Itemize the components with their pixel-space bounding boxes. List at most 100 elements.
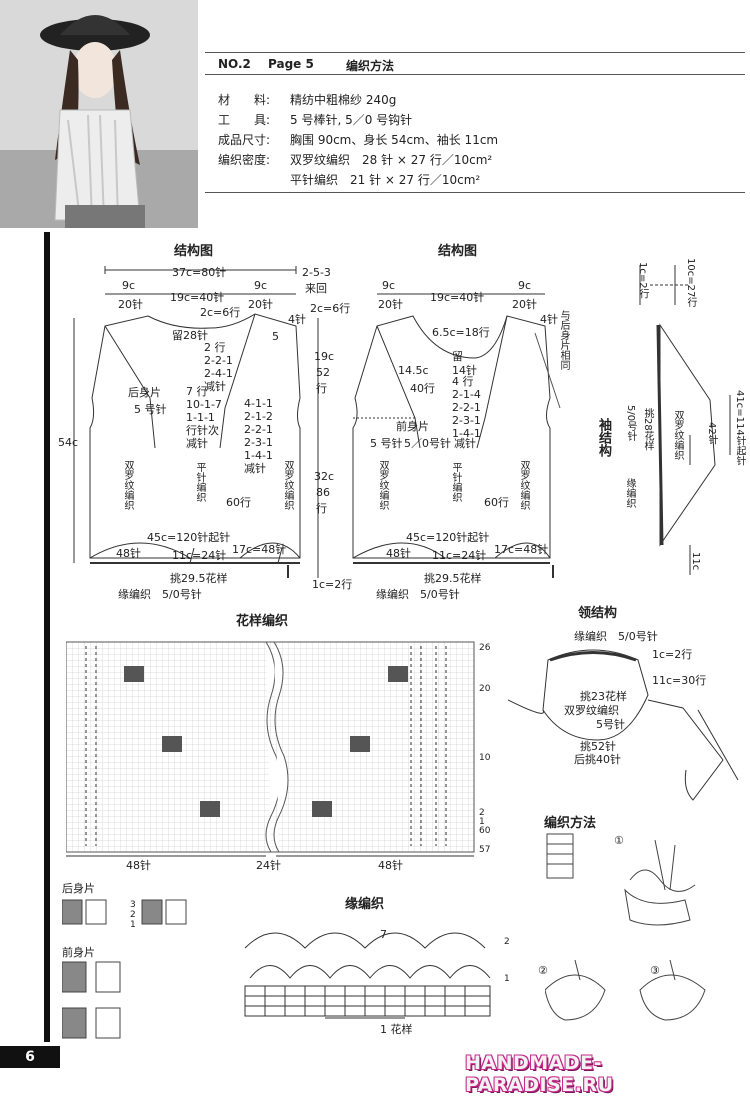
back-flat: 平针编织	[194, 462, 205, 502]
back-rows-60: 60行	[226, 496, 251, 509]
sleeve-right: 41c=114针起针	[734, 390, 745, 466]
front-dec-block: 4 行 2-1-4 2-2-1 2-3-1 1-4-1	[452, 375, 481, 440]
front-shoulder-right-st: 20针	[512, 298, 537, 311]
front-rows-60: 60行	[484, 496, 509, 509]
back-dec2-4: 减针	[186, 437, 208, 450]
front-leave: 留	[452, 350, 463, 363]
front-dec-0: 4 行	[452, 375, 474, 388]
pattern-title: 花样编织	[236, 614, 289, 629]
collar-right2: 11c=30行	[652, 674, 707, 687]
back-shoulder-left-st: 20针	[118, 298, 143, 311]
front-needle: 5 号针	[370, 437, 403, 450]
back-h2c: 2c=6行	[310, 302, 351, 315]
front-neck-depth: 6.5c=18行	[432, 326, 490, 339]
back-bottom-mid: 11c=24针	[172, 549, 227, 562]
collar-pick: 挑23花样	[580, 690, 627, 703]
back-neck-rows: 4针	[288, 313, 306, 326]
back-dec-block2: 7 行 10-1-7 1-1-1 行针次 减针	[186, 385, 222, 450]
front-diagram-title: 结构图	[438, 244, 478, 259]
edging-row2: 2	[504, 937, 510, 947]
density-value-rib: 双罗纹编织 28 针 × 27 行／10cm²	[290, 153, 493, 167]
back-dec2-0: 7 行	[186, 385, 208, 398]
edging-chart	[244, 932, 491, 1019]
front-needle2: 5／0号针	[404, 437, 451, 450]
size-label: 成品尺寸:	[218, 133, 271, 147]
back-shoulder-left: 9c	[122, 279, 136, 292]
collar-pick2: 挑52针	[580, 740, 616, 753]
back-neck: 19c=40针	[170, 291, 225, 304]
back-needle: 5 号针	[134, 403, 167, 416]
back-dec-right: 4-1-1 2-1-2 2-2-1 2-3-1 1-4-1 减针	[244, 397, 273, 475]
back-neck-note: 2-5-3	[302, 266, 331, 279]
sleeve-title: 袖结构	[596, 418, 611, 457]
edging-repeat: 1 花样	[380, 1023, 413, 1036]
back-decr-4: 1-4-1	[244, 449, 273, 462]
back-side-5: 5	[272, 330, 279, 343]
sleeve-rib: 双罗纹编织	[672, 410, 683, 460]
method-step-2: ②	[538, 964, 548, 977]
front-bottom-mid: 11c=24针	[432, 549, 487, 562]
back-piece-diagram	[73, 266, 319, 578]
page-ref: Page 5	[268, 57, 314, 71]
front-dec-3: 2-3-1	[452, 414, 481, 427]
method-illustrations	[545, 833, 706, 1021]
back-rib-left: 双罗纹编织	[122, 460, 133, 510]
front-leave2: 14针	[452, 364, 477, 377]
back-cast-on: 45c=120针起针	[147, 531, 231, 544]
front-name: 前身片	[396, 420, 429, 433]
front-cast-on: 45c=120针起针	[406, 531, 490, 544]
pattern-row-10: 10	[479, 753, 491, 763]
front-same: 与后身片相同	[558, 310, 569, 370]
back-hrow: 行	[316, 382, 327, 395]
edging-title: 缘编织	[345, 897, 385, 912]
front-rib-right: 双罗纹编织	[518, 460, 529, 510]
back-height: 54c	[58, 436, 79, 449]
sleeve-edge: 缘编织	[624, 478, 635, 508]
sleeve-pick: 挑28花样	[642, 408, 653, 451]
back-dec2-2: 1-1-1	[186, 411, 215, 424]
page-edge-bar	[44, 232, 50, 1042]
symbols-row-3: 3	[130, 900, 136, 910]
back-dec-block: 2 行 2-2-1 2-4-1 减针	[204, 341, 233, 393]
pattern-row-60: 60	[479, 826, 491, 836]
edging-seven: 7	[380, 928, 387, 941]
front-piece-diagram	[352, 293, 561, 578]
header-bottom-rule	[205, 192, 745, 193]
collar-rib: 双罗纹编织	[564, 704, 619, 717]
method-title: 编织方法	[346, 59, 395, 73]
front-neck: 19c=40针	[430, 291, 485, 304]
back-neck-note2: 来回	[305, 282, 327, 295]
front-edge: 缘编织 5/0号针	[376, 588, 460, 601]
collar-edge: 缘编织 5/0号针	[574, 630, 658, 643]
back-dec-0: 2 行	[204, 341, 226, 354]
pattern-row-57: 57	[479, 845, 491, 855]
back-h86: 86	[316, 486, 330, 499]
back-dec-2: 2-4-1	[204, 367, 233, 380]
pattern-row-2: 2	[479, 808, 485, 818]
header-top-rule	[205, 52, 745, 53]
front-shoulder-left-st: 20针	[378, 298, 403, 311]
density-value-stockinette: 平针编织 21 针 × 27 行／10cm²	[290, 173, 481, 187]
back-decr-0: 4-1-1	[244, 397, 273, 410]
density-label: 编织密度:	[218, 153, 271, 167]
collar-back: 后挑40针	[574, 753, 621, 766]
front-dec: 减针	[454, 437, 476, 450]
collar-needle: 5号针	[596, 718, 625, 731]
method-step-1: ①	[614, 834, 624, 847]
pattern-number: NO.2	[218, 57, 251, 71]
back-h19: 19c	[314, 350, 335, 363]
pattern-bottom-left: 48针	[126, 859, 151, 872]
front-dec-1: 2-1-4	[452, 388, 481, 401]
front-neck-right: 4针	[540, 313, 558, 326]
front-neck-side: 14.5c	[398, 364, 429, 377]
back-h52: 52	[316, 366, 330, 379]
pattern-bottom-right: 48针	[378, 859, 403, 872]
size-value: 胸围 90cm、身长 54cm、袖长 11cm	[290, 133, 499, 147]
back-name: 后身片	[128, 386, 161, 399]
front-flat: 平针编织	[450, 462, 461, 502]
pattern-row-1: 1	[479, 817, 485, 827]
collar-right1: 1c=2行	[652, 648, 693, 661]
front-rib-left: 双罗纹编织	[377, 460, 388, 510]
back-top-width: 37c=80针	[172, 266, 227, 279]
back-decr-2: 2-2-1	[244, 423, 273, 436]
